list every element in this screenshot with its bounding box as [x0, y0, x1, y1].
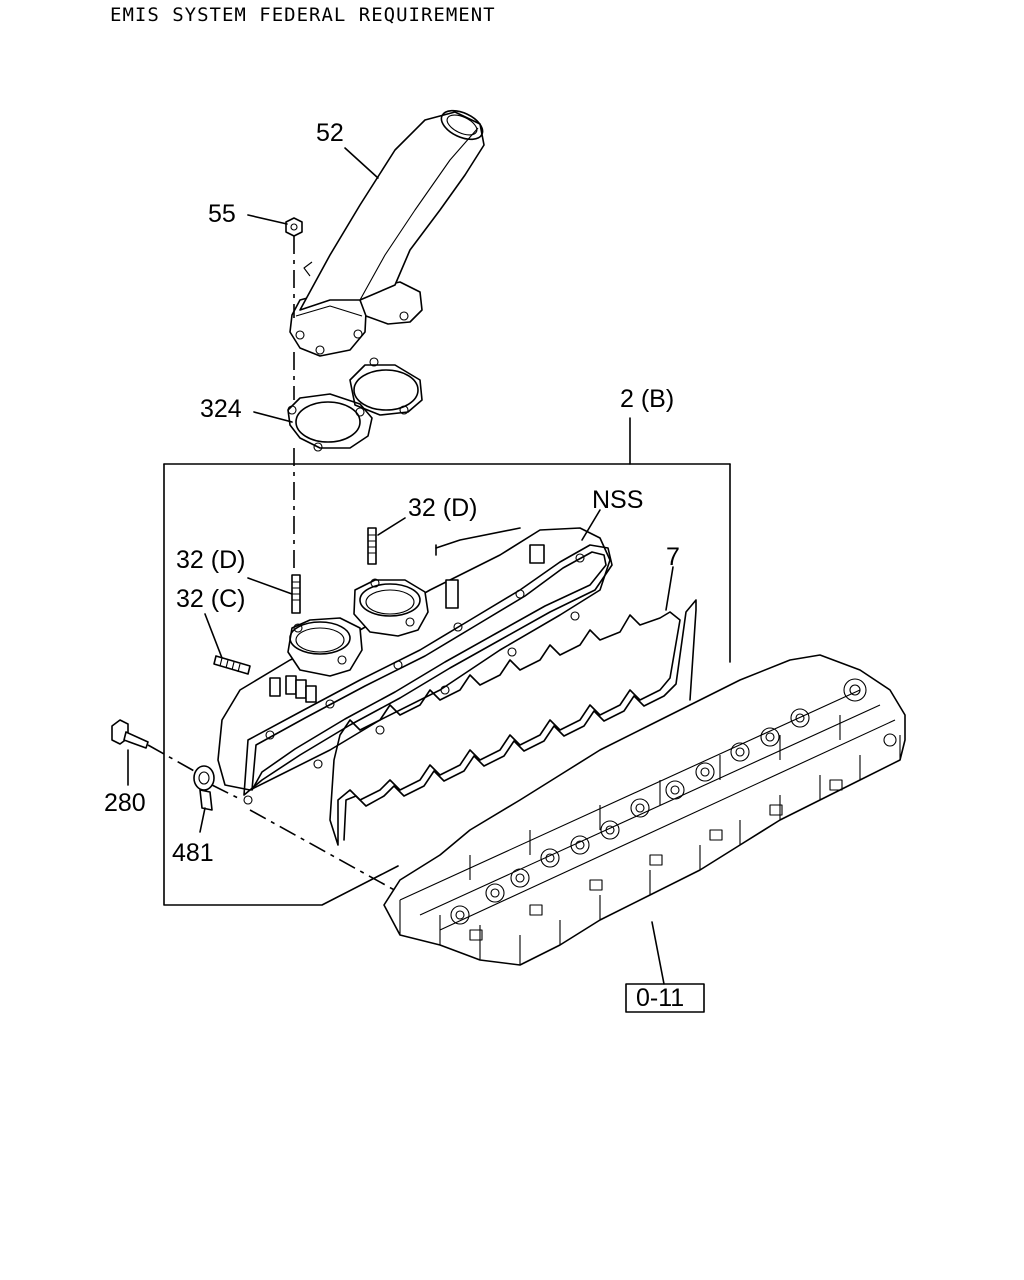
ref-box-011: 0-11 [625, 983, 705, 1013]
leader-lines [127, 147, 674, 985]
stud-32d-left [291, 574, 301, 614]
assembly-box [163, 417, 731, 906]
alignment-lines [249, 236, 399, 893]
callout-0-11: 0-11 [636, 984, 684, 1012]
callout-7: 7 [666, 543, 680, 571]
callout-52: 52 [316, 119, 344, 147]
gasket-7 [329, 599, 697, 846]
page-title: EMIS SYSTEM FEDERAL REQUIREMENT [110, 4, 496, 26]
nut-55 [285, 217, 303, 237]
cylinder-head [383, 654, 906, 966]
stud-32d-top [367, 527, 377, 565]
callout-280: 280 [104, 789, 146, 817]
gasket-nss [243, 544, 613, 805]
callout-55: 55 [208, 200, 236, 228]
intake-flanges [269, 544, 545, 703]
stud-32c [213, 655, 251, 675]
callout-32d-left: 32 (D) [176, 546, 245, 574]
callout-2b: 2 (B) [620, 385, 674, 413]
callout-324: 324 [200, 395, 242, 423]
callout-nss: NSS [592, 486, 643, 514]
bolt-280 [111, 719, 197, 773]
callout-32c: 32 (C) [176, 585, 245, 613]
gasket-324 [287, 357, 423, 452]
callout-32d-top: 32 (D) [408, 494, 477, 522]
intake-pipe-52 [289, 109, 485, 357]
grommet-481 [193, 765, 243, 811]
callout-481: 481 [172, 839, 214, 867]
